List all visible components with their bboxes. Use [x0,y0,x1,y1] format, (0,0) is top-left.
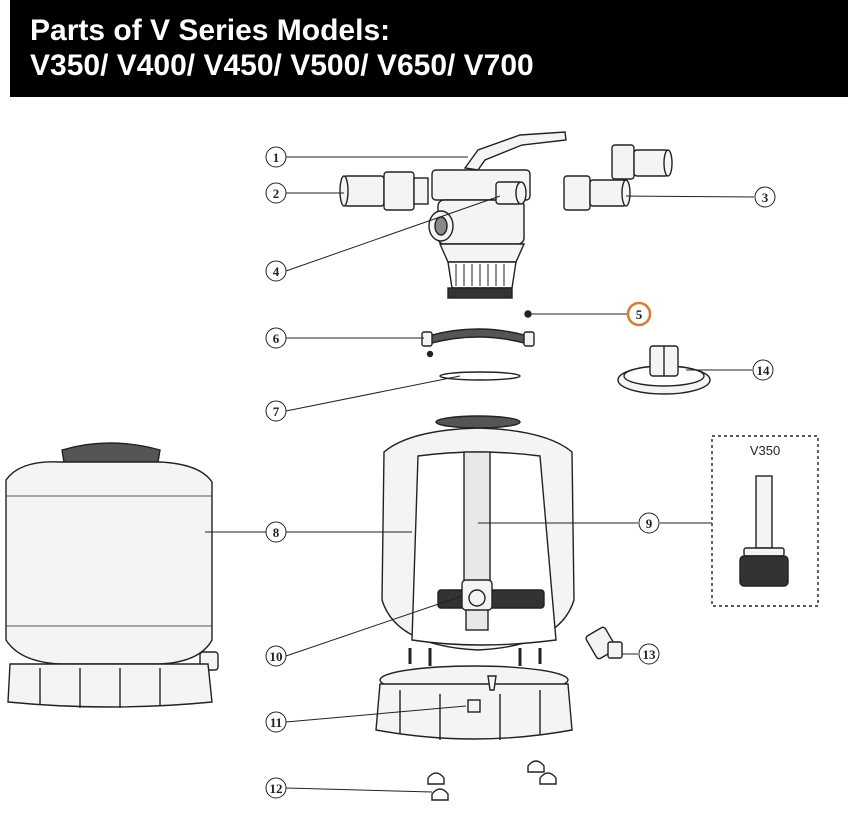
callout-8: 8 [265,521,287,543]
callout-9: 9 [638,512,660,534]
svg-text:9: 9 [646,516,653,531]
callout-7: 7 [265,400,287,422]
svg-text:8: 8 [273,525,280,540]
svg-text:6: 6 [273,331,280,346]
svg-text:14: 14 [757,363,771,378]
tank-clamp [421,328,535,358]
lateral-assembly [437,579,545,611]
callout-3: 3 [754,186,776,208]
svg-text:3: 3 [762,190,769,205]
callout-4: 4 [265,260,287,282]
title-line-2: V350/ V400/ V450/ V500/ V650/ V700 [30,49,534,82]
title-line-1: Parts of V Series Models: [30,14,391,47]
inset-label: V350 [750,443,780,458]
tank-exterior [5,442,219,708]
tank-gasket [439,371,521,381]
callout-14: 14 [752,359,774,381]
callout-13: 13 [638,643,660,665]
base-clips [427,760,557,801]
v350-inset [711,435,819,607]
leader-lines [205,156,755,793]
svg-text:1: 1 [273,150,280,165]
svg-text:5: 5 [636,307,643,322]
svg-text:7: 7 [273,404,280,419]
svg-text:12: 12 [270,781,283,796]
drain-plug [585,626,623,660]
union-right-lower [563,175,631,211]
callout-1: 1 [265,146,287,168]
svg-text:13: 13 [643,647,657,662]
callout-5: 5 [626,301,652,327]
callouts: 1 2 3 4 5 6 7 8 9 10 11 12 13 14 [265,146,776,799]
svg-text:4: 4 [273,264,280,279]
callout-10: 10 [265,645,287,667]
svg-text:11: 11 [270,715,282,730]
header-banner: Parts of V Series Models: V350/ V400/ V4… [10,0,848,97]
svg-text:10: 10 [270,649,283,664]
union-left [339,171,429,211]
svg-text:2: 2 [273,186,280,201]
sight-cap [617,345,711,395]
union-right-upper [611,144,673,180]
tank-cutaway [381,415,575,666]
tank-base [375,665,573,740]
callout-12: 12 [265,777,287,799]
multiport-valve [428,131,567,299]
callout-11: 11 [265,711,287,733]
callout-2: 2 [265,182,287,204]
callout-6: 6 [265,327,287,349]
